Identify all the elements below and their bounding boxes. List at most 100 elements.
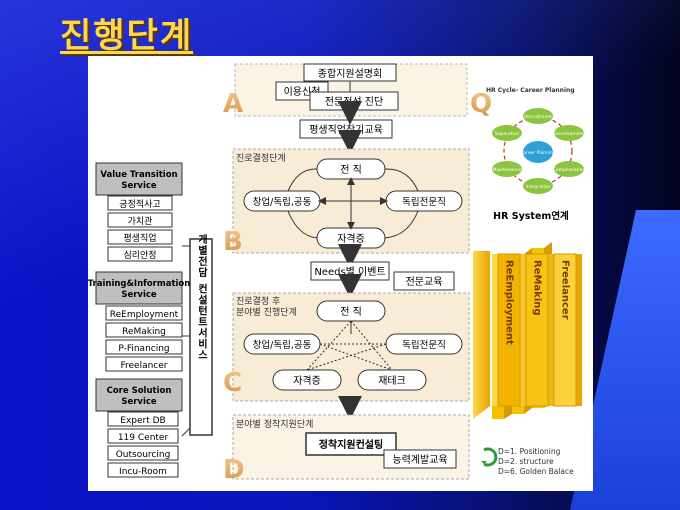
consultant-band [189,238,213,436]
group-title-box [95,378,183,412]
list-item-box [107,428,179,444]
cycle-node [492,125,522,141]
group-title-box [95,271,183,305]
finance-label: 재테크 [378,375,406,387]
briefing-label: 종합지원설명회 [318,68,382,80]
legend-icon [481,447,498,467]
list-item-box [107,195,173,211]
list-item-box [107,411,179,427]
group-title-2: Service [121,290,157,300]
cycle-node [554,161,584,177]
cycle-node-label: Maintenance [493,167,522,173]
output-col-3 [553,253,577,407]
skills-label: 능력계발교육 [392,454,447,466]
star-pattern [306,320,393,371]
list-item: 평생직업 [123,233,156,244]
special-edu-label: 전문교육 [406,276,443,288]
service-group-training: Training&Information Service ReEmploymen… [88,271,190,372]
cycle-node [492,161,522,177]
list-item: 긍정적사고 [119,198,160,210]
phase-b-label: 진로결정단계 [236,152,286,164]
startup-label: 창업/독립,공동 [253,196,312,208]
phase-c-label-1: 진로결정 후 [236,296,280,307]
cycle-center [523,141,553,163]
output-arrow-left [473,251,490,419]
curve-line [384,168,419,192]
list-item: Freelancer [120,361,167,371]
job-change-label-c: 전 직 [340,306,362,318]
skills-box [383,449,457,469]
group-title-2: Service [121,397,157,407]
phase-c-letter: C [223,368,242,398]
output-label: Freelancer [560,260,571,320]
diagram-panel: A 이용신청 종합지원설명회 전문적성 진단 평생직업찾기교육 진로결정단계 B… [88,56,593,491]
list-item: ReMaking [122,327,166,337]
consulting-box [305,432,397,456]
lifetime-job-label: 평생직업찾기교육 [309,123,383,136]
list-item-box [105,356,183,372]
consulting-label: 정착지원컨설팅 [319,438,383,451]
phase-d-letter: D [223,455,245,485]
phase-a-letter: A [223,89,243,119]
output-col-1 [497,253,521,407]
group-title-1: Training&Information [88,279,190,289]
cycle-node [523,108,553,124]
curve-line [287,168,318,192]
list-item: Expert DB [120,416,165,426]
job-change-label: 전 직 [340,164,362,176]
diagnosis-label: 전문적성 진단 [325,96,383,108]
certificate-label-c: 자격증 [293,374,321,387]
band-connector [181,427,191,437]
hr-cycle-diagram: Career Planning Recruitment Development … [492,108,585,194]
cycle-center-label: Career Planning [520,150,556,156]
list-item: 119 Center [118,433,169,443]
list-item: P-Financing [118,344,169,354]
service-group-value: Value Transition Service 긍정적사고 가치관 평생직업 … [95,162,183,262]
curve-line [384,210,419,239]
list-item-box [105,339,183,355]
list-item-box [105,305,183,321]
independent-label: 독립전문직 [402,196,446,208]
output-label: ReEmployment [504,260,515,345]
cycle-ring [503,116,573,186]
list-item: 가치관 [128,215,153,227]
startup-label-c: 창업/독립,공동 [253,339,312,351]
process-diagram: A 이용신청 종합지원설명회 전문적성 진단 평생직업찾기교육 진로결정단계 B… [88,63,585,485]
hr-system-caption: HR System연계 [493,210,569,222]
group-title-box [95,162,183,196]
phase-b-letter: B [223,227,243,257]
independent-label-c: 독립전문직 [402,339,446,351]
legend-item: D=2. structure [498,457,554,466]
needs-event-label: Needs별 이벤트 [314,266,385,278]
cycle-node-label: Integration [526,184,551,190]
cycle-node [554,125,584,141]
certificate-label: 자격증 [337,232,365,245]
list-item-box [107,212,173,228]
list-item: Incu-Room [119,467,167,477]
curve-line [287,210,318,239]
cycle-node-label: Development [554,131,585,137]
consultant-band-line2: 컨설턴트서비스 [196,282,208,360]
legend-item: D=6. Golden Balace [498,467,574,476]
recycle-icon [483,447,498,467]
list-item: Outsourcing [116,450,171,460]
service-group-core: Core Solution Service Expert DB 119 Cent… [95,378,183,478]
phase-c-label-2: 분야별 진행단계 [236,306,297,318]
list-item-box [107,462,179,478]
consultant-band-line1: 개별전담 [196,233,208,278]
list-item-box [105,322,183,338]
list-item: ReEmployment [110,310,179,320]
group-title-1: Value Transition [100,170,177,180]
slide-title: 진행단계 [60,16,194,56]
cycle-node-label: Compensation [553,167,586,173]
cycle-node [523,178,553,194]
group-title-1: Core Solution [107,386,172,396]
list-item: 심리안정 [123,250,156,261]
legend-item: D=1. Positioning [498,447,561,456]
group-title-2: Service [121,181,157,191]
cycle-node-label: Separation [495,131,520,137]
phase-q-letter: Q [470,89,492,119]
list-item-box [107,246,173,262]
list-item-box [107,229,173,245]
list-item-box [107,445,179,461]
